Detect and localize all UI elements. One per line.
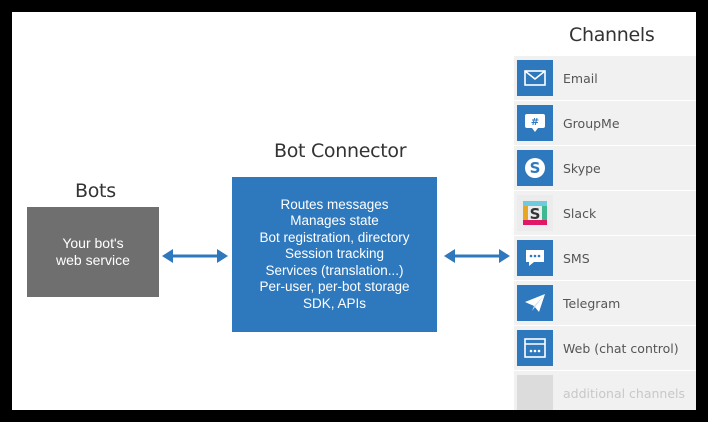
bidirectional-arrow-icon [162, 249, 228, 263]
connector-feature: Session tracking [284, 246, 385, 262]
connector-feature: Manages state [290, 213, 379, 229]
channel-label: Telegram [563, 295, 621, 311]
channel-label: GroupMe [563, 115, 620, 131]
channels-title: Channels [569, 24, 655, 46]
channel-list: Email # GroupMe S Skype S [514, 56, 696, 410]
bot-box-line: Your bot's [62, 235, 124, 251]
skype-icon: S [517, 150, 553, 186]
email-icon [517, 60, 553, 96]
bots-title: Bots [75, 180, 116, 202]
channel-item-slack: S Slack [514, 191, 696, 236]
sms-icon [517, 240, 553, 276]
bot-web-service-box: Your bot's web service [27, 207, 159, 297]
channel-item-skype: S Skype [514, 146, 696, 191]
slack-icon: S [517, 195, 553, 231]
channel-label: Slack [563, 205, 597, 221]
svg-text:S: S [530, 205, 541, 223]
connector-feature: Per-user, per-bot storage [259, 279, 410, 295]
channel-label: Skype [563, 160, 601, 176]
connector-feature: SDK, APIs [302, 295, 367, 311]
svg-text:#: # [531, 117, 539, 128]
groupme-icon: # [517, 105, 553, 141]
connector-feature: Services (translation...) [265, 262, 404, 278]
bot-box-line: web service [56, 252, 130, 268]
bot-connector-title: Bot Connector [274, 140, 407, 162]
channel-item-email: Email [514, 56, 696, 101]
web-chat-icon [517, 330, 553, 366]
channel-item-sms: SMS [514, 236, 696, 281]
channel-label: SMS [563, 250, 590, 266]
bot-connector-box: Routes messages Manages state Bot regist… [232, 177, 437, 332]
connector-feature: Routes messages [280, 196, 389, 212]
bidirectional-arrow-icon [444, 249, 510, 263]
placeholder-icon [517, 375, 553, 410]
telegram-icon [517, 285, 553, 321]
svg-text:S: S [530, 159, 541, 177]
diagram-frame: Bots Your bot's web service Bot Connecto… [12, 12, 696, 410]
connector-feature: Bot registration, directory [259, 229, 410, 245]
channel-label: Email [563, 70, 598, 86]
channel-label: Web (chat control) [563, 340, 679, 356]
channel-item-web-chat: Web (chat control) [514, 326, 696, 371]
channel-item-groupme: # GroupMe [514, 101, 696, 146]
channel-item-telegram: Telegram [514, 281, 696, 326]
channel-label: additional channels [563, 385, 686, 401]
channel-item-additional: additional channels [514, 371, 696, 410]
